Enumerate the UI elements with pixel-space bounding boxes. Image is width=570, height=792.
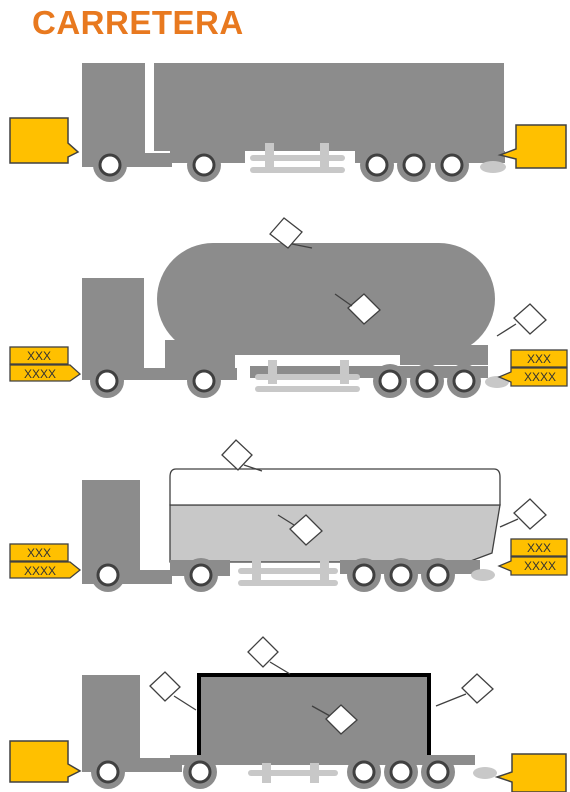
support-bar <box>250 155 345 161</box>
support-bar <box>255 374 360 380</box>
wheel-hub <box>404 155 424 175</box>
label-callout-rear <box>436 674 493 706</box>
rear-plate-number: XXXX <box>524 370 556 384</box>
wheel-hub <box>190 762 210 782</box>
truck-box-trailer <box>0 55 570 190</box>
wheel-hub <box>98 762 118 782</box>
wheel-hub <box>428 565 448 585</box>
front-plate: XXX XXXX <box>10 544 80 578</box>
wheel-hub <box>367 155 387 175</box>
tank-support <box>400 345 488 365</box>
rear-plate-code: XXX <box>527 352 551 366</box>
truck-tanker: XXX XXXX XXX XXXX <box>0 210 570 400</box>
support-bar <box>250 167 345 173</box>
support-bar <box>255 386 360 392</box>
wheel-hub <box>454 371 474 391</box>
wheel-hub <box>354 762 374 782</box>
rear-plate: XXX XXXX <box>499 539 567 575</box>
cab <box>82 63 145 153</box>
wheel-hub <box>100 155 120 175</box>
rear-plate-number: XXXX <box>524 559 556 573</box>
truck-container <box>0 630 570 792</box>
cab <box>82 675 140 767</box>
front-plate-code: XXX <box>27 349 51 363</box>
wheel-hub <box>194 155 214 175</box>
container <box>199 675 429 757</box>
tank <box>157 243 495 355</box>
label-callout-top <box>222 440 262 471</box>
wheel-hub <box>442 155 462 175</box>
wheel-hub <box>417 371 437 391</box>
rear-plate: XXX XXXX <box>499 350 567 386</box>
label-callout-rear <box>500 499 546 529</box>
wheel-hub <box>391 762 411 782</box>
label-callout-rear <box>497 304 546 336</box>
rear-plate-callout <box>500 125 566 168</box>
rear-plate-callout <box>497 754 566 792</box>
front-plate-callout <box>10 118 78 163</box>
support-bar <box>238 568 338 574</box>
page-title: CARRETERA <box>32 4 244 42</box>
wheel-hub <box>97 371 117 391</box>
trailer-body <box>154 63 504 151</box>
mudflap <box>471 569 495 581</box>
label-callout-left <box>150 672 196 710</box>
wheel-hub <box>194 371 214 391</box>
label-callout-top <box>248 637 290 674</box>
front-plate-callout <box>10 741 80 782</box>
front-plate: XXX XXXX <box>10 347 80 381</box>
support-leg <box>268 360 277 384</box>
front-plate-code: XXX <box>27 546 51 560</box>
support-bar <box>248 770 338 776</box>
mudflap <box>480 161 506 173</box>
wheel-hub <box>98 565 118 585</box>
truck-tipper: XXX XXXX XXX XXXX <box>0 435 570 610</box>
rear-plate-code: XXX <box>527 541 551 555</box>
wheel-hub <box>380 371 400 391</box>
tipper-body <box>170 505 500 562</box>
mudflap <box>473 767 497 779</box>
wheel-hub <box>354 565 374 585</box>
tank-support <box>165 340 235 368</box>
support-bar <box>238 580 338 586</box>
support-leg <box>340 360 349 384</box>
front-plate-number: XXXX <box>24 367 56 381</box>
tipper-cover <box>170 469 500 505</box>
cab <box>82 278 144 370</box>
wheel-hub <box>391 565 411 585</box>
front-plate-number: XXXX <box>24 564 56 578</box>
wheel-hub <box>191 565 211 585</box>
wheel-hub <box>428 762 448 782</box>
